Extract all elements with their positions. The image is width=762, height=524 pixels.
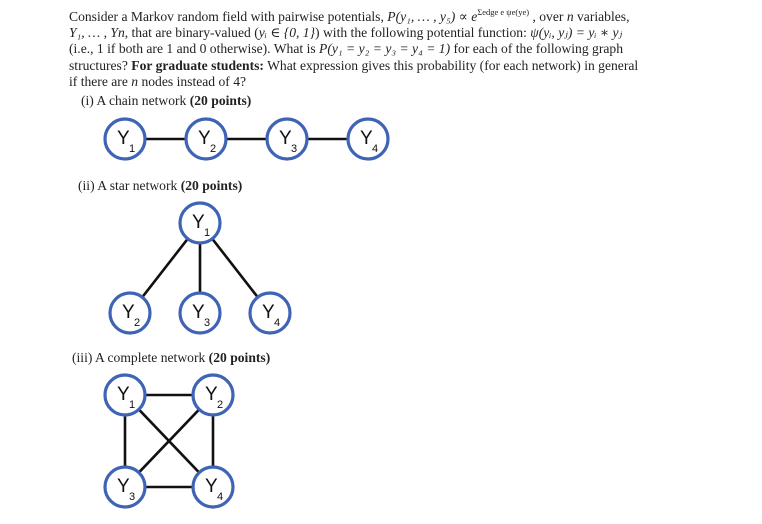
text: nodes instead of 4? xyxy=(138,73,247,89)
node-subscript: 2 xyxy=(217,399,223,411)
chain-heading: (i) A chain network (20 points) xyxy=(81,93,251,109)
node-subscript: 4 xyxy=(274,317,280,329)
text: , that are binary-valued ( xyxy=(124,25,259,41)
problem-line-1: Consider a Markov random field with pair… xyxy=(69,4,709,25)
node-subscript: 2 xyxy=(134,317,140,329)
text: variables, xyxy=(573,9,630,24)
heading-text: (iii) A complete network xyxy=(72,350,209,365)
node-subscript: 2 xyxy=(210,143,216,155)
complete-heading: (iii) A complete network (20 points) xyxy=(72,350,270,366)
text: What expression gives this probability (… xyxy=(263,57,639,73)
node-subscript: 3 xyxy=(291,143,297,155)
node-subscript: 1 xyxy=(204,227,210,239)
node-subscript: 3 xyxy=(129,491,135,503)
edge-y1-y4 xyxy=(211,237,259,299)
node-label: Y xyxy=(117,384,130,405)
node-label: Y xyxy=(205,476,218,497)
text: (i.e., 1 if both are 1 and 0 otherwise).… xyxy=(69,41,320,57)
node-label: Y xyxy=(192,212,205,233)
node-label: Y xyxy=(279,128,292,149)
node-circle xyxy=(191,373,235,417)
node-circle xyxy=(191,465,235,509)
node-circle xyxy=(103,465,147,509)
node-circle xyxy=(178,201,222,245)
node-subscript: 1 xyxy=(129,399,135,411)
heading-text: (i) A chain network xyxy=(81,93,190,108)
node-circle xyxy=(184,117,228,161)
problem-line-4: structures? For graduate students: What … xyxy=(69,58,709,74)
math: n xyxy=(566,9,574,24)
node-label: Y xyxy=(117,128,130,149)
edge-y1-y2 xyxy=(141,237,189,299)
node-subscript: 3 xyxy=(204,317,210,329)
math-superscript: Σedge e ψe(ye) xyxy=(477,7,530,17)
text: , over xyxy=(529,9,567,24)
node-label: Y xyxy=(192,302,205,323)
heading-points: (20 points) xyxy=(180,178,243,193)
node-circle xyxy=(346,117,390,161)
math: ψ(yᵢ, yⱼ) = yᵢ ∗ yⱼ xyxy=(530,25,623,41)
node-subscript: 4 xyxy=(217,491,223,503)
problem-line-2: Y₁, … , Yn, that are binary-valued (yᵢ ∈… xyxy=(69,25,709,41)
node-circle xyxy=(108,291,152,335)
star-heading: (ii) A star network (20 points) xyxy=(78,178,242,194)
math: Y₁, … , Y xyxy=(69,25,118,41)
text: for each of the following graph xyxy=(450,41,624,57)
math: P(y₁, … , y₅) ∝ e xyxy=(387,9,478,24)
math: P(y₁ = y₂ = y₃ = y₄ = 1) xyxy=(319,41,451,57)
edge-y2-y3 xyxy=(137,408,201,474)
problem-line-3: (i.e., 1 if both are 1 and 0 otherwise).… xyxy=(69,41,709,57)
problem-statement: Consider a Markov random field with pair… xyxy=(69,4,709,90)
math: n xyxy=(131,73,139,89)
node-label: Y xyxy=(198,128,211,149)
text: ) with the following potential function: xyxy=(315,25,531,41)
node-label: Y xyxy=(205,384,218,405)
node-subscript: 4 xyxy=(372,143,378,155)
text: if there are xyxy=(69,73,132,89)
node-label: Y xyxy=(360,128,373,149)
heading-text: (ii) A star network xyxy=(78,178,181,193)
node-circle xyxy=(103,373,147,417)
node-label: Y xyxy=(262,302,275,323)
problem-line-5: if there are n nodes instead of 4? xyxy=(69,74,709,90)
node-circle xyxy=(178,291,222,335)
node-circle xyxy=(265,117,309,161)
bold-text: For graduate students: xyxy=(131,57,264,73)
node-subscript: 1 xyxy=(129,143,135,155)
heading-points: (20 points) xyxy=(189,93,252,108)
text: structures? xyxy=(69,57,132,73)
node-circle xyxy=(103,117,147,161)
math: yᵢ ∈ {0, 1} xyxy=(258,25,316,41)
node-label: Y xyxy=(117,476,130,497)
heading-points: (20 points) xyxy=(208,350,271,365)
node-label: Y xyxy=(122,302,135,323)
math: n xyxy=(117,25,125,41)
text: Consider a Markov random field with pair… xyxy=(69,9,388,24)
node-circle xyxy=(248,291,292,335)
